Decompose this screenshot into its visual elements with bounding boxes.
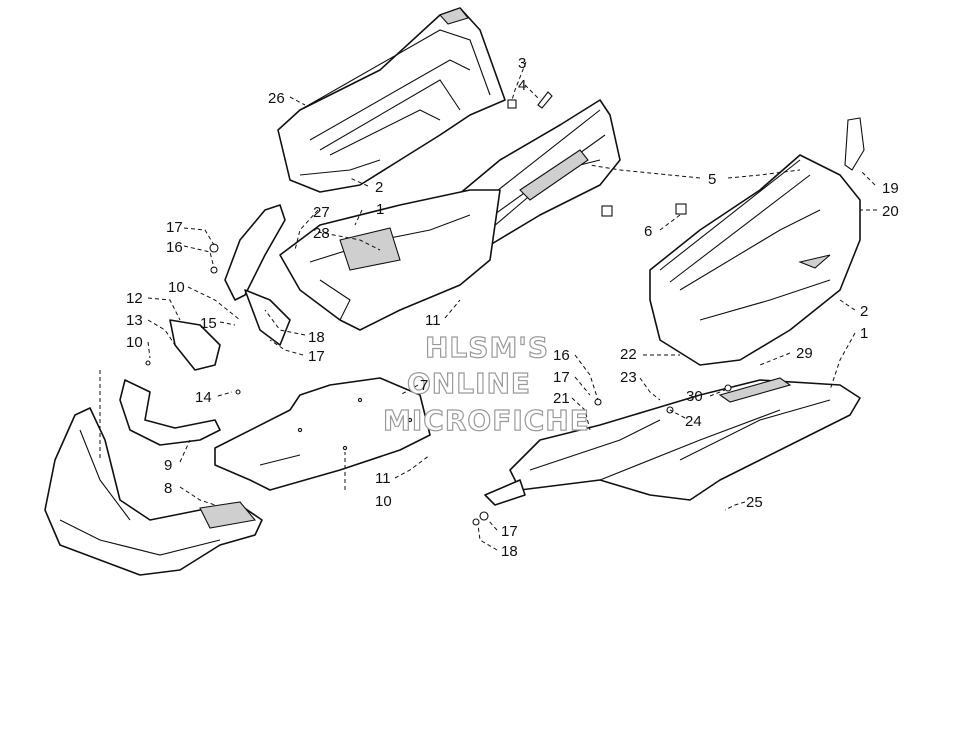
callout-10-b: 10 xyxy=(126,334,143,351)
callout-25: 25 xyxy=(746,494,763,511)
callout-21: 21 xyxy=(553,390,570,407)
callout-30: 30 xyxy=(686,388,703,405)
callout-17-b: 17 xyxy=(308,348,325,365)
callout-1-right: 1 xyxy=(860,325,868,342)
watermark: HLSM'S ONLINE MICROFICHE xyxy=(382,330,590,437)
callout-5: 5 xyxy=(708,171,716,188)
callout-9: 9 xyxy=(164,457,172,474)
callout-11-a: 11 xyxy=(425,312,441,329)
callout-6: 6 xyxy=(644,223,652,240)
callout-20: 20 xyxy=(882,203,899,220)
front-nose-cone xyxy=(44,407,263,576)
callout-26: 26 xyxy=(268,90,285,107)
callout-7: 7 xyxy=(420,377,428,394)
side-panel-right xyxy=(649,117,865,366)
steering-brace xyxy=(169,204,291,371)
callout-4: 4 xyxy=(518,77,526,94)
callout-1-upper: 1 xyxy=(376,201,384,218)
leader-lines xyxy=(99,61,877,551)
watermark-line-3: MICROFICHE xyxy=(383,404,590,437)
callout-27: 27 xyxy=(313,204,330,221)
callout-13: 13 xyxy=(126,312,143,329)
callout-18-b: 18 xyxy=(501,543,518,560)
callout-8: 8 xyxy=(164,480,172,497)
callout-12: 12 xyxy=(126,290,143,307)
callout-10-c: 10 xyxy=(375,493,392,510)
callout-24: 24 xyxy=(685,413,702,430)
callout-16-b: 16 xyxy=(553,347,570,364)
callout-10-a: 10 xyxy=(168,279,185,296)
hardware xyxy=(145,91,732,526)
dash-panel-upper xyxy=(277,7,506,193)
callout-22: 22 xyxy=(620,346,637,363)
callout-16-a: 16 xyxy=(166,239,183,256)
callout-2-right: 2 xyxy=(860,303,868,320)
callout-29: 29 xyxy=(796,345,813,362)
callout-15: 15 xyxy=(200,315,217,332)
callout-17-c: 17 xyxy=(553,369,570,386)
belly-pan-center xyxy=(279,189,501,331)
watermark-line-1: HLSM'S xyxy=(425,331,549,364)
skid-plate xyxy=(214,377,431,491)
callout-2-upper: 2 xyxy=(375,179,383,196)
chassis-right-lower xyxy=(484,377,861,506)
callout-17-d: 17 xyxy=(501,523,518,540)
callout-labels: 26 3 4 2 27 1 28 5 6 19 20 2 1 17 16 10 … xyxy=(126,55,899,560)
callout-28: 28 xyxy=(313,225,330,242)
callout-3: 3 xyxy=(518,55,526,72)
callout-23: 23 xyxy=(620,369,637,386)
callout-19: 19 xyxy=(882,180,899,197)
callout-11-b: 11 xyxy=(375,470,391,487)
callout-14: 14 xyxy=(195,389,212,406)
watermark-line-2: ONLINE xyxy=(407,367,531,400)
bumper-upper xyxy=(119,379,221,446)
callout-18-a: 18 xyxy=(308,329,325,346)
callout-17-a: 17 xyxy=(166,219,183,236)
